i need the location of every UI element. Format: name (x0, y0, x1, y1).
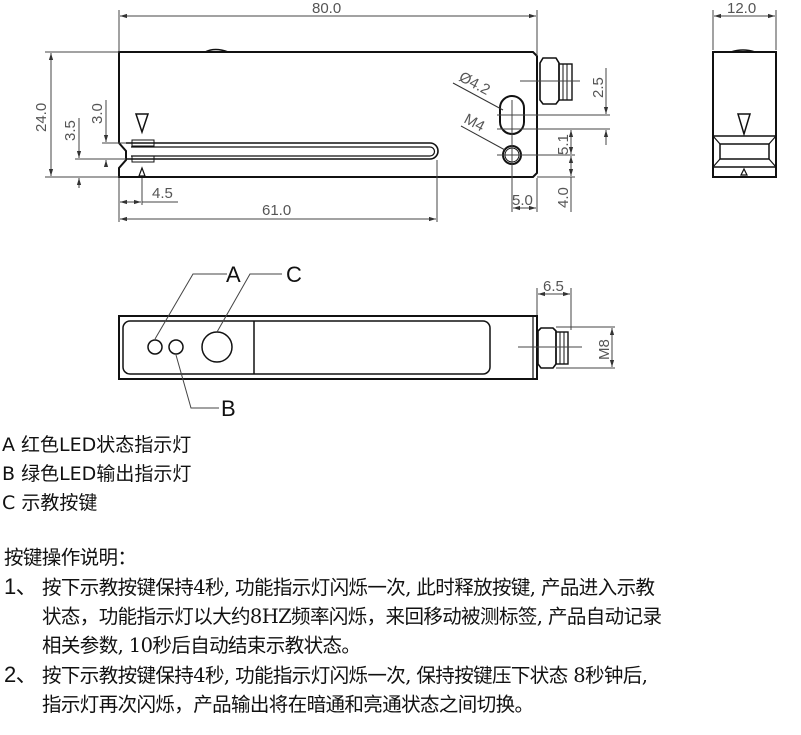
dim-12: 12.0 (727, 0, 756, 17)
callout-a: A (226, 262, 241, 287)
dim-61: 61.0 (262, 202, 291, 219)
callout-c: C (286, 262, 302, 287)
side-view-dimension-lines (712, 10, 777, 50)
step-2-line-2: 指示灯再次闪烁，产品输出将在暗通和亮通状态之间切换。 (42, 693, 534, 716)
front-view-dimension-text: 80.0 24.0 3.5 3.0 4.5 61.0 Ø4.2 M4 2.5 5… (33, 0, 607, 219)
legend-key: C (2, 492, 16, 514)
legend-key: A (2, 434, 15, 456)
step-1-line-3: 相关参数, 10秒后自动结束示教状态。 (42, 634, 361, 657)
dim-24: 24.0 (33, 103, 50, 132)
legend-text: 示教按键 (21, 492, 98, 514)
front-view (118, 48, 573, 178)
dim-thread-m4: M4 (461, 111, 487, 136)
step-1-line-1: 1、按下示教按键保持4秒, 功能指示灯闪烁一次, 此时释放按键, 产品进入示教 (4, 574, 655, 599)
top-view-text: A C B 6.5 M8 (221, 262, 613, 421)
legend-key: B (2, 463, 16, 485)
legend: A 红色LED状态指示灯 B 绿色LED输出指示灯 C 示教按键 (2, 431, 191, 518)
legend-text: 红色LED状态指示灯 (21, 434, 192, 456)
callout-b: B (221, 396, 236, 421)
dim-4-0: 4.0 (555, 187, 572, 208)
dim-6-5: 6.5 (543, 278, 564, 295)
dim-80: 80.0 (312, 0, 341, 17)
side-view (712, 49, 777, 178)
legend-item-c: C 示教按键 (2, 489, 191, 518)
teach-button (201, 331, 233, 363)
dim-m8: M8 (596, 339, 613, 360)
instructions-title: 按键操作说明： (4, 546, 137, 569)
step-1-line-2: 状态，功能指示灯以大约8HZ频率闪烁，来回移动被测标签, 产品自动记录 (42, 605, 662, 628)
dim-5-1: 5.1 (555, 134, 572, 155)
legend-text: 绿色LED输出指示灯 (21, 463, 192, 485)
led-b (168, 339, 184, 355)
step-number: 2、 (4, 662, 38, 687)
dim-5-0: 5.0 (512, 192, 533, 209)
legend-item-b: B 绿色LED输出指示灯 (2, 460, 191, 489)
dim-4-5: 4.5 (152, 185, 173, 202)
front-view-dimension-lines (45, 10, 610, 222)
led-a (147, 339, 163, 355)
step-number: 1、 (4, 574, 38, 599)
technical-drawing: 80.0 24.0 3.5 3.0 4.5 61.0 Ø4.2 M4 2.5 5… (33, 0, 777, 421)
dim-3-0: 3.0 (89, 103, 106, 124)
dim-2-5: 2.5 (590, 77, 607, 98)
dim-3-5: 3.5 (62, 120, 79, 141)
top-view (118, 315, 569, 380)
legend-item-a: A 红色LED状态指示灯 (2, 431, 191, 460)
top-view-lines (154, 273, 615, 409)
step-2-line-1: 2、按下示教按键保持4秒, 功能指示灯闪烁一次, 保持按键压下状态 8秒钟后, (4, 662, 648, 687)
instructions: 按键操作说明： 1、按下示教按键保持4秒, 功能指示灯闪烁一次, 此时释放按键,… (4, 543, 662, 719)
